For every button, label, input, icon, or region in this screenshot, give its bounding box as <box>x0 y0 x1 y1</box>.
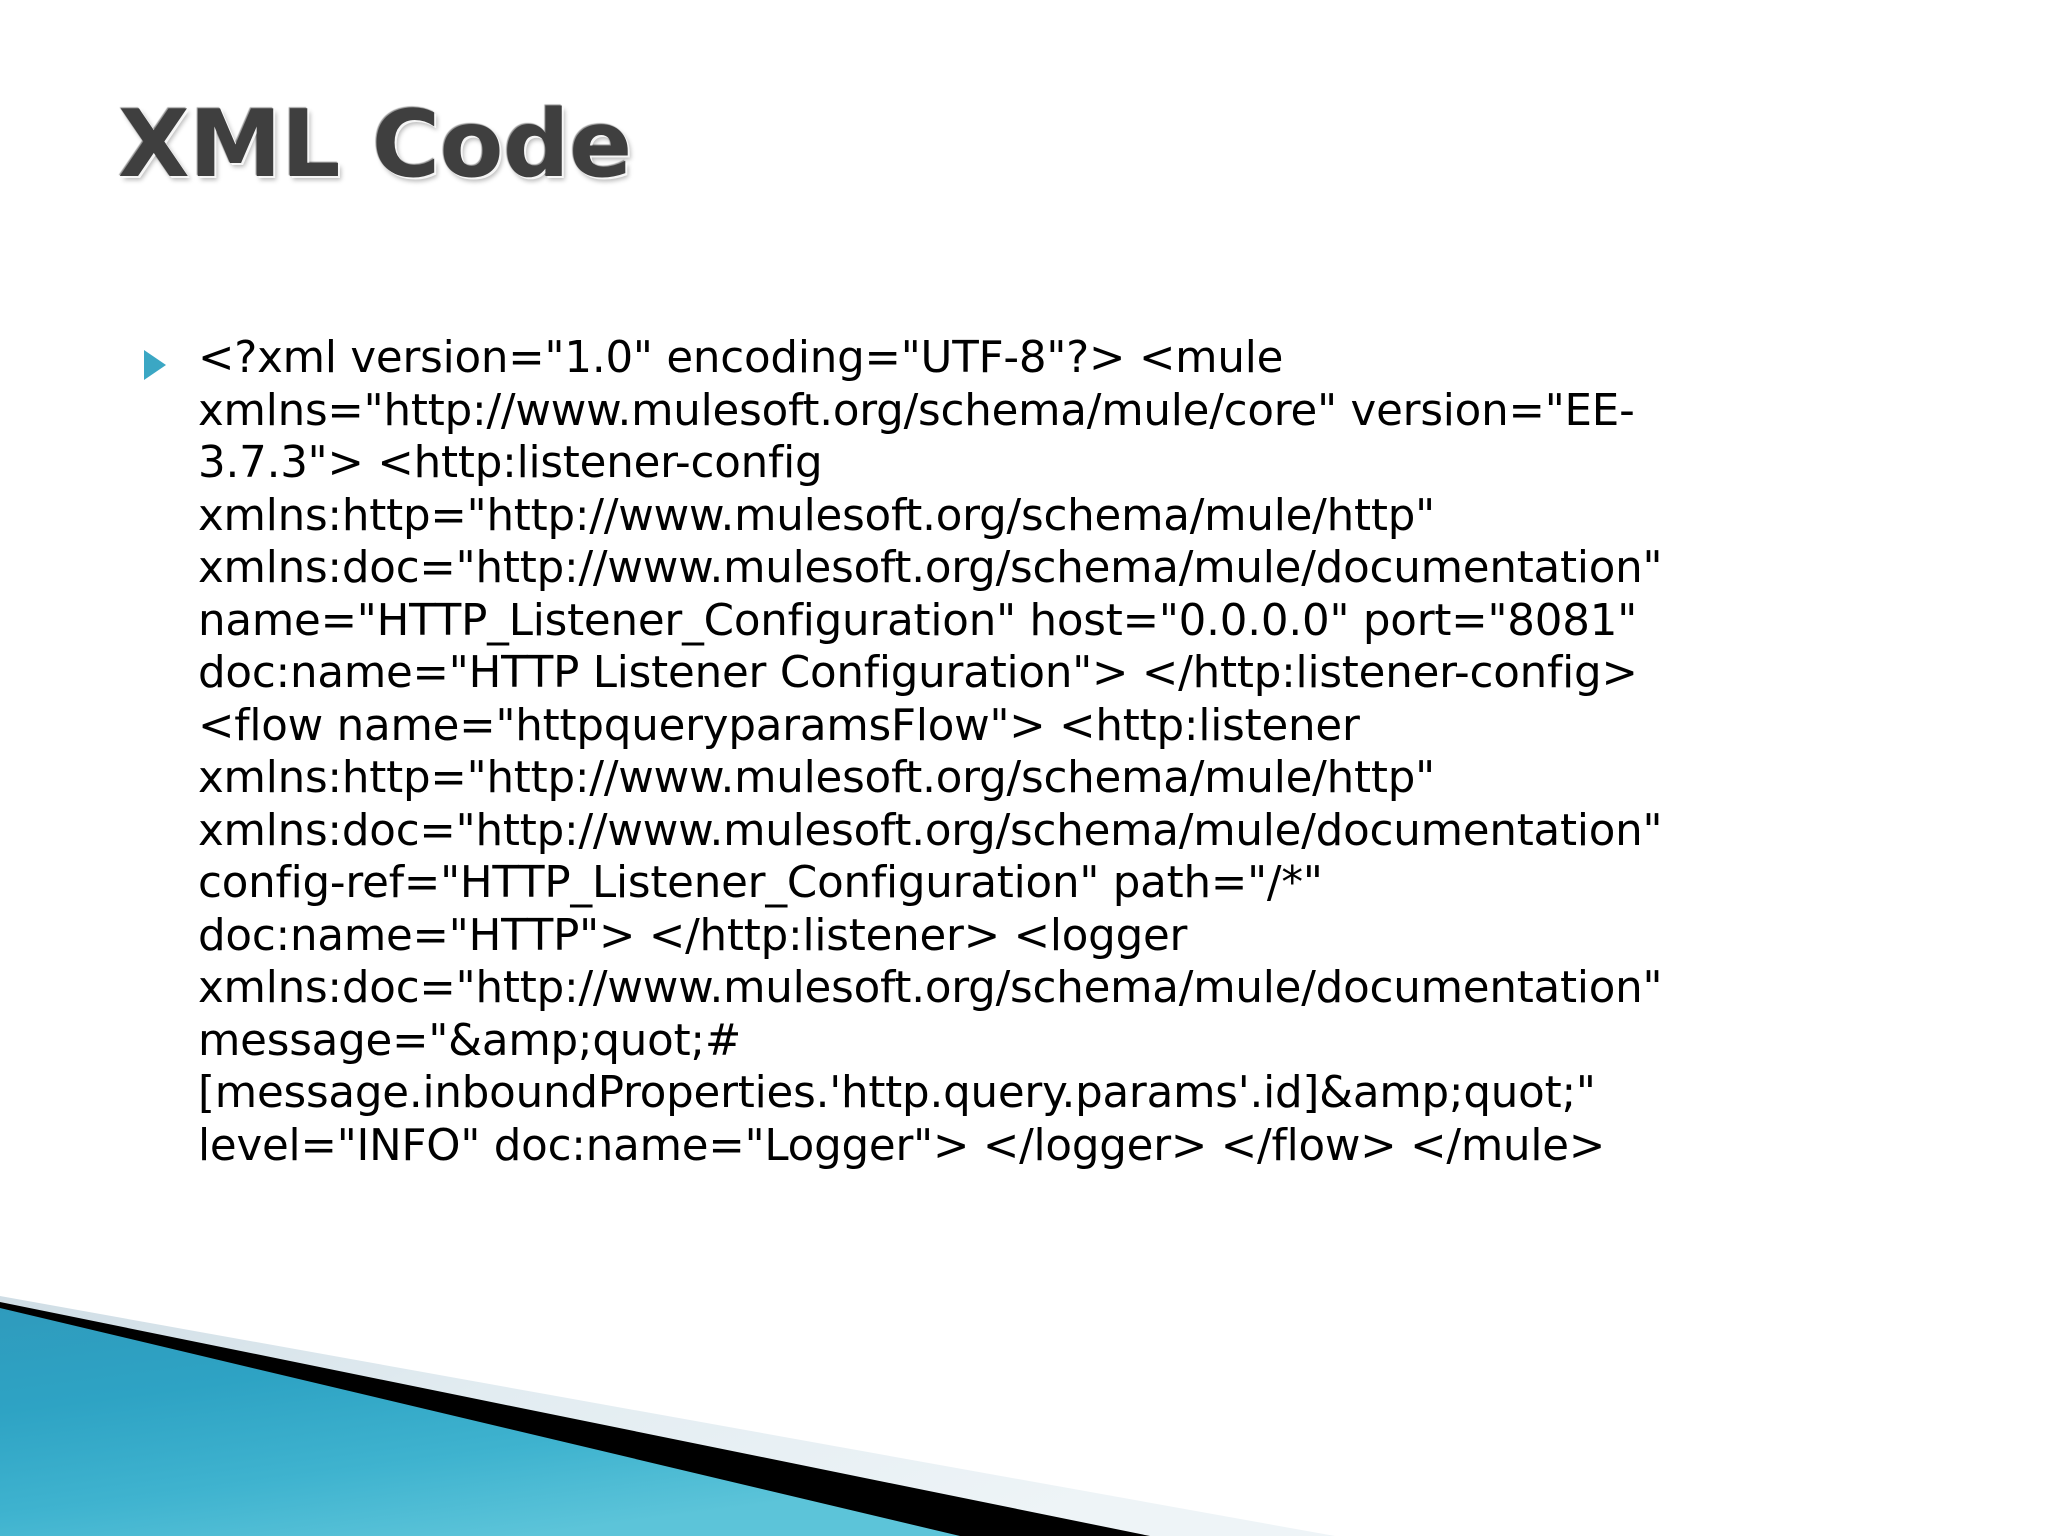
decoration-teal-triangle <box>0 1308 960 1536</box>
bullet-list-item: <?xml version="1.0" encoding="UTF-8"?> <… <box>140 332 1940 1172</box>
decoration-black-band <box>0 1302 1150 1536</box>
flow-theme-corner-graphic <box>0 1236 1340 1536</box>
content-placeholder: <?xml version="1.0" encoding="UTF-8"?> <… <box>140 332 1940 1172</box>
title-placeholder: XML Code <box>118 90 1818 226</box>
decoration-silver-band <box>0 1296 1335 1536</box>
xml-code-text: <?xml version="1.0" encoding="UTF-8"?> <… <box>198 333 1676 1171</box>
page-title: XML Code <box>118 90 632 198</box>
decoration-silver-band-fill <box>0 1351 1030 1536</box>
triangle-right-icon <box>140 348 170 382</box>
